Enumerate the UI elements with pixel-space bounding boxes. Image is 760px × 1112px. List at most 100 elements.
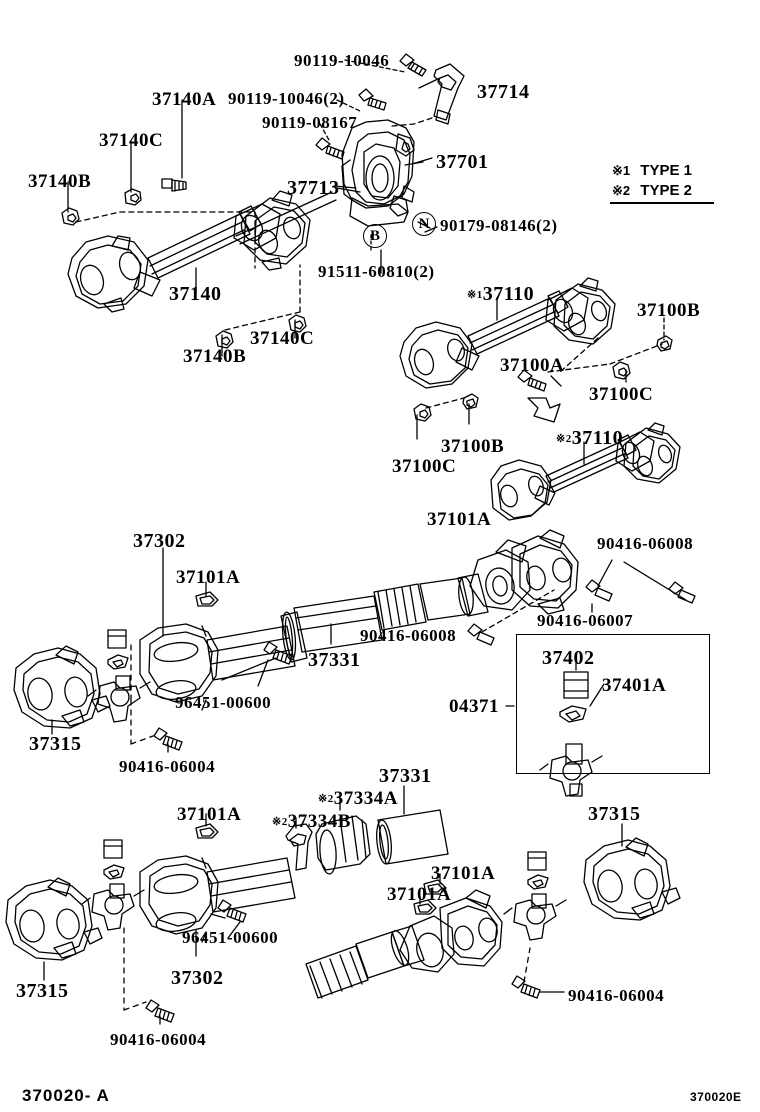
part-number-text: 90416-06004 [110,1030,207,1049]
part-label-90416-06004: 90416-06004 [119,758,215,775]
part-label-37315: 37315 [29,734,82,754]
part-label-37101a: 37101A [176,568,240,587]
part-label-37714: 37714 [477,82,530,102]
circle-marker-b: B [363,224,387,248]
part-number-text: 90416-06008 [597,534,694,553]
part-label-37334b: ※237334B [272,812,351,831]
part-number-text: 37402 [542,647,595,669]
part-number-text: 96451-00600 [182,928,279,947]
part-label-37140: 37140 [169,284,222,304]
part-label-37100a: 37100A [500,356,564,375]
part-number-text: 37302 [171,967,224,989]
part-number-text: 37100B [441,436,505,457]
part-label-37334a: ※237334A [318,789,398,808]
part-number-text: 37331 [308,649,361,671]
part-number-text: 90416-06007 [537,611,634,630]
part-number-text: 96451-00600 [175,693,272,712]
part-number-text: 90416-06008 [360,626,457,645]
part-number-text: 37140A [152,89,217,110]
part-number-text: 37140 [169,283,222,305]
part-number-text: 90179-08146(2) [440,216,558,235]
part-label-90416-06008: 90416-06008 [360,627,456,644]
part-label-37140b: 37140B [183,347,246,366]
part-label-37331: 37331 [379,766,432,786]
part-number-text: 37100B [637,300,701,321]
part-number-text: 37100C [392,456,457,477]
part-label-37140a: 37140A [152,90,216,109]
part-label-90119-08167: 90119-08167 [262,114,357,131]
part-label-37100c: 37100C [392,457,456,476]
part-label-37110: ※137110 [467,284,534,304]
part-label-37302: 37302 [171,968,224,988]
part-label-37140b: 37140B [28,172,91,191]
legend-underline [610,202,714,204]
legend-type-1: ※1 TYPE 1 [612,162,692,179]
part-number-text: 37110 [482,283,535,305]
part-label-37401a: 37401A [602,676,666,695]
part-number-text: 91511-60810(2) [318,262,435,281]
part-label-90416-06004: 90416-06004 [110,1031,206,1048]
part-number-text: 37140C [99,130,164,151]
part-number-text: 37140B [28,171,92,192]
legend-label-1: TYPE 1 [640,162,692,179]
part-label-91511-60810-2-: 91511-60810(2) [318,263,435,280]
part-number-text: 37714 [477,81,530,103]
legend-mark-1: ※1 [612,163,631,178]
part-label-37701: 37701 [436,152,489,172]
part-label-96451-00600: 96451-00600 [182,929,278,946]
part-number-text: 04371 [449,696,499,717]
part-label-90179-08146-2-: 90179-08146(2) [440,217,557,234]
part-label-90416-06004: 90416-06004 [568,987,664,1004]
part-number-text: 37701 [436,151,489,173]
part-number-text: 37302 [133,530,186,552]
part-label-37110: ※237110 [556,428,623,448]
part-number-text: 37334A [333,788,398,809]
part-number-text: 37315 [588,803,641,825]
part-label-37315: 37315 [588,804,641,824]
part-label-96451-00600: 96451-00600 [175,694,271,711]
part-number-text: 37331 [379,765,432,787]
part-label-37713: 37713 [287,178,340,198]
part-number-text: 37101A [177,804,242,825]
part-number-text: 37315 [29,733,82,755]
part-number-text: 90119-10046 [294,51,390,70]
part-label-04371: 04371 [449,697,499,716]
part-number-text: 37110 [571,427,624,449]
type-marker: ※2 [556,433,572,445]
part-number-text: 37334B [287,811,351,832]
part-label-37100b: 37100B [637,301,700,320]
part-label-37140c: 37140C [250,329,314,348]
part-label-37101a: 37101A [431,864,495,883]
part-number-text: 90416-06004 [119,757,216,776]
part-label-37302: 37302 [133,531,186,551]
circle-marker-n: N [412,212,436,236]
part-number-text: 90119-08167 [262,113,358,132]
part-number-text: 90119-10046(2) [228,89,345,108]
type-marker: ※1 [467,289,483,301]
part-number-text: 37101A [431,863,496,884]
part-label-37101a: 37101A [177,805,241,824]
part-label-37331: 37331 [308,650,361,670]
part-number-text: 37101A [176,567,241,588]
part-label-37315: 37315 [16,981,69,1001]
legend-label-2: TYPE 2 [640,182,692,199]
legend-mark-2: ※2 [612,183,631,198]
diagram-title: 370020- A [22,1086,110,1105]
part-number-text: 37100C [589,384,654,405]
diagram-code: 370020E [690,1090,742,1104]
part-label-37100c: 37100C [589,385,653,404]
inset-kit-box [516,634,710,774]
part-label-37402: 37402 [542,648,595,668]
part-number-text: 37401A [602,675,667,696]
type-marker: ※2 [318,793,334,805]
type-marker: ※2 [272,816,288,828]
part-number-text: 37140C [250,328,315,349]
part-label-37100b: 37100B [441,437,504,456]
part-number-text: 37100A [500,355,565,376]
part-number-text: 37101A [427,509,492,530]
part-number-text: 90416-06004 [568,986,665,1005]
part-label-90416-06007: 90416-06007 [537,612,633,629]
part-label-90416-06008: 90416-06008 [597,535,693,552]
part-number-text: 37101A [387,884,452,905]
